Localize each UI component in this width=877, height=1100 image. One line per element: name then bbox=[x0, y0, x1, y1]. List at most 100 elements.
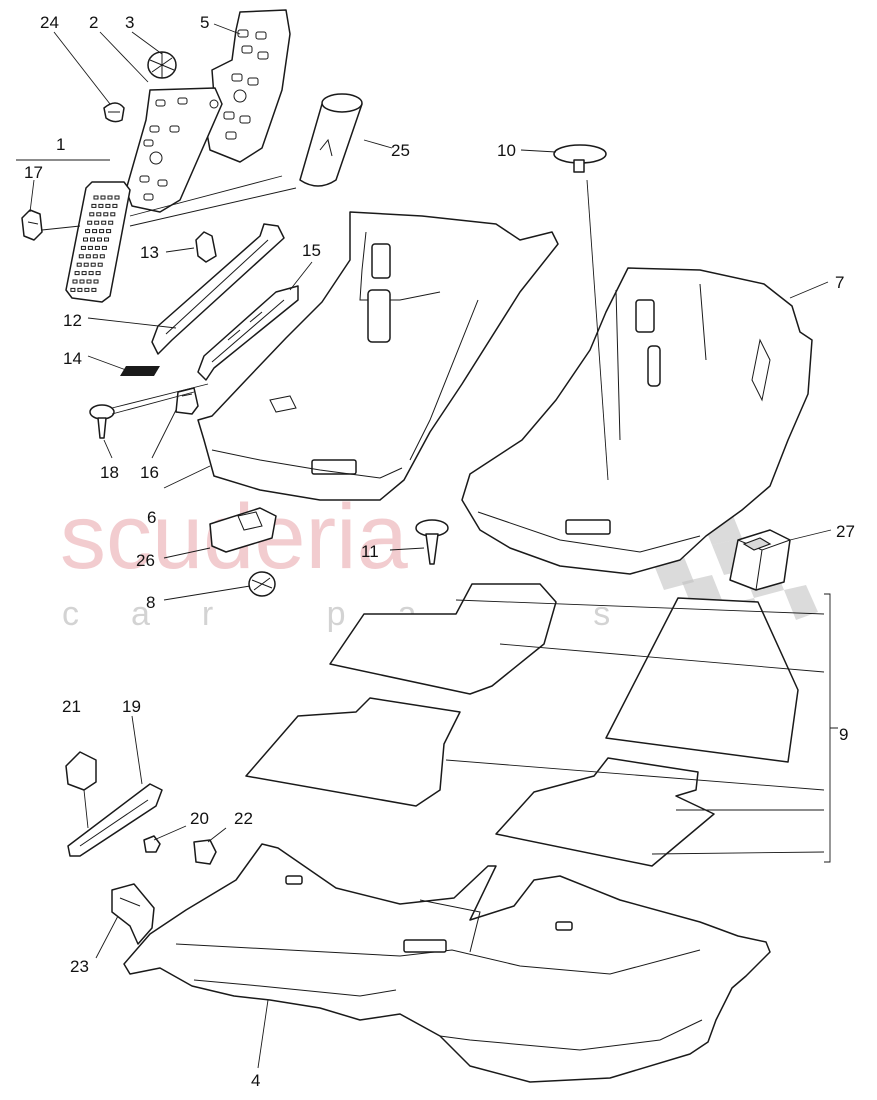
callout-19: 19 bbox=[122, 697, 141, 716]
pad-dot bbox=[92, 254, 98, 259]
pad-dot bbox=[91, 203, 97, 208]
callout-10: 10 bbox=[497, 141, 516, 160]
pad-dot bbox=[70, 287, 76, 292]
part-13-clip bbox=[195, 231, 217, 263]
part-14-pad bbox=[120, 366, 160, 376]
callout-1: 1 bbox=[56, 135, 65, 154]
pad-dot bbox=[86, 279, 92, 284]
leader-lines bbox=[16, 23, 838, 1069]
callout-13: 13 bbox=[140, 243, 159, 262]
pad-dot bbox=[91, 287, 97, 292]
pad-dot bbox=[110, 212, 116, 217]
pad-dot bbox=[93, 195, 99, 200]
callout-21: 21 bbox=[62, 697, 81, 716]
part-25-sleeve bbox=[299, 93, 363, 187]
part-27-box bbox=[729, 529, 791, 591]
pad-dot bbox=[85, 229, 91, 234]
part-21-clip bbox=[65, 751, 97, 791]
callout-2: 2 bbox=[89, 13, 98, 32]
part-5-pillar-bracket bbox=[204, 9, 291, 163]
pad-dot bbox=[106, 229, 112, 234]
part-8-grommet bbox=[248, 571, 276, 597]
part-9-floor-mats bbox=[245, 583, 799, 867]
pad-dot bbox=[94, 245, 100, 250]
pad-dot bbox=[83, 262, 89, 267]
part-20-nut bbox=[143, 835, 161, 853]
part-11-push-rivet bbox=[415, 519, 449, 565]
part-4-carpet-rear bbox=[123, 843, 771, 1083]
callout-20: 20 bbox=[190, 809, 209, 828]
pad-dot bbox=[99, 229, 105, 234]
part-7-carpet-right-front bbox=[461, 267, 813, 575]
callout-22: 22 bbox=[234, 809, 253, 828]
pad-dot bbox=[97, 237, 102, 242]
pad-dot bbox=[105, 203, 111, 208]
part-19-rear-sill-trim bbox=[67, 783, 163, 857]
pad-dot bbox=[88, 271, 94, 276]
pad-dot bbox=[85, 254, 91, 259]
callout-15: 15 bbox=[302, 241, 321, 260]
pad-dot bbox=[99, 254, 105, 259]
pad-dot bbox=[101, 245, 107, 250]
pad-dot bbox=[112, 203, 118, 208]
pad-dot bbox=[107, 195, 113, 200]
footrest-pad-grid bbox=[70, 195, 120, 292]
callout-25: 25 bbox=[391, 141, 410, 160]
part-6-carpet-left-front bbox=[197, 211, 559, 501]
part-2-footrest-bracket bbox=[125, 87, 223, 213]
callout-8: 8 bbox=[146, 593, 155, 612]
pad-dot bbox=[89, 212, 95, 217]
callout-5: 5 bbox=[200, 13, 209, 32]
callout-labels: 1 2 3 4 5 6 7 8 9 10 11 12 13 14 15 16 1… bbox=[24, 13, 855, 1090]
pad-dot bbox=[78, 254, 84, 259]
callout-18: 18 bbox=[100, 463, 119, 482]
pad-dot bbox=[100, 195, 106, 200]
pad-dot bbox=[90, 262, 96, 267]
callout-4: 4 bbox=[251, 1071, 260, 1090]
pad-dot bbox=[72, 279, 78, 284]
pad-dot bbox=[81, 271, 87, 276]
callout-23: 23 bbox=[70, 957, 89, 976]
callout-7: 7 bbox=[835, 273, 844, 292]
part-16-bracket bbox=[175, 387, 199, 415]
pad-dot bbox=[74, 271, 80, 276]
callout-11: 11 bbox=[361, 542, 379, 561]
part-26-heel-block bbox=[209, 507, 277, 553]
part-23-bracket bbox=[111, 883, 155, 945]
callout-26: 26 bbox=[136, 551, 155, 570]
part-12-sill-trim bbox=[151, 223, 285, 355]
callout-24: 24 bbox=[40, 13, 59, 32]
part-3-grommet bbox=[147, 51, 177, 79]
pad-dot bbox=[108, 220, 114, 225]
part-18-screw bbox=[89, 404, 115, 439]
part-22-bracket bbox=[193, 839, 217, 865]
pad-dot bbox=[101, 220, 107, 225]
callout-3: 3 bbox=[125, 13, 134, 32]
pad-dot bbox=[95, 271, 101, 276]
pad-dot bbox=[87, 245, 93, 250]
pad-dot bbox=[114, 195, 120, 200]
pad-dot bbox=[104, 237, 109, 242]
pad-dot bbox=[92, 229, 98, 234]
pad-dot bbox=[90, 237, 95, 242]
pad-dot bbox=[93, 279, 99, 284]
pad-dot bbox=[84, 287, 90, 292]
pad-dot bbox=[103, 212, 109, 217]
pad-dot bbox=[79, 279, 85, 284]
part-17-clip bbox=[21, 209, 43, 241]
pad-dot bbox=[98, 203, 104, 208]
part-24-clip-nut bbox=[103, 102, 125, 123]
callout-9: 9 bbox=[839, 725, 848, 744]
pad-dot bbox=[87, 220, 93, 225]
pad-dot bbox=[94, 220, 100, 225]
part-1-footrest-pad bbox=[65, 181, 131, 303]
callout-12: 12 bbox=[63, 311, 82, 330]
callout-6: 6 bbox=[147, 508, 156, 527]
pad-dot bbox=[97, 262, 103, 267]
pad-dot bbox=[83, 237, 88, 242]
pad-dot bbox=[96, 212, 102, 217]
pad-dot bbox=[76, 262, 82, 267]
part-15-heel-rail bbox=[197, 285, 299, 381]
part-10-plug bbox=[553, 144, 607, 173]
